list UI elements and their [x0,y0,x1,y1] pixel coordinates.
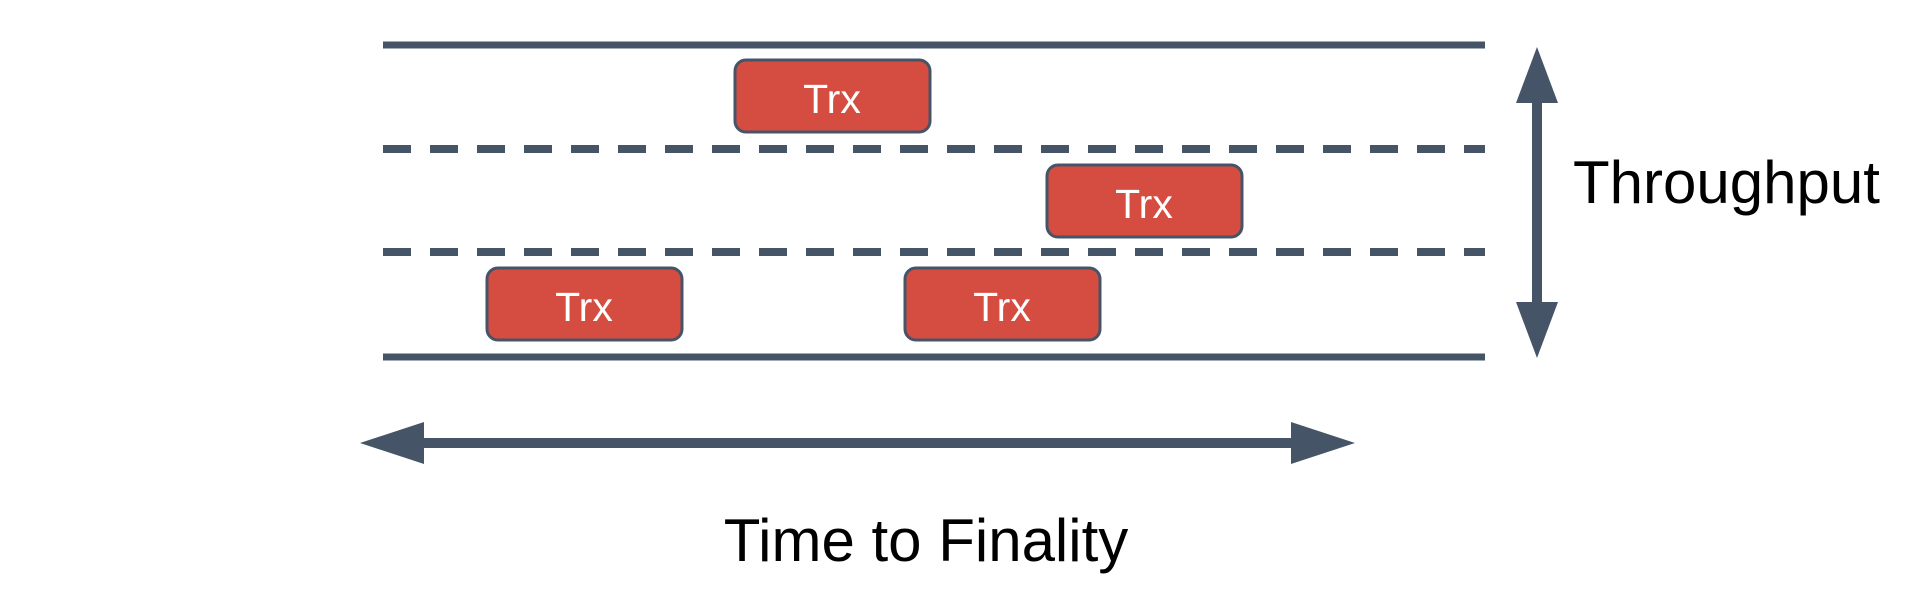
time-arrow-head-left-icon [360,422,424,464]
throughput-label: Throughput [1573,149,1880,216]
time-to-finality-label: Time to Finality [724,507,1129,574]
throughput-arrow-head-up-icon [1516,47,1558,103]
trx-box-rect [1045,163,1244,239]
trx-box-label: Trx [555,284,613,330]
time-arrow-head-right-icon [1291,422,1355,464]
trx-box-rect [733,58,932,134]
throughput-arrow-head-down-icon [1516,302,1558,358]
trx-box-rect [485,266,684,342]
trx-box-bottom-lane-right: Trx [903,266,1102,342]
trx-box-rect [903,266,1102,342]
trx-box-label: Trx [973,284,1031,330]
trx-box-top-lane: Trx [733,58,932,134]
trx-box-bottom-lane-left: Trx [485,266,684,342]
time-to-finality-arrow [360,422,1355,464]
trx-box-middle-lane: Trx [1045,163,1244,239]
trx-box-label: Trx [1115,181,1173,227]
throughput-arrow [1516,47,1558,358]
trx-box-label: Trx [803,76,861,122]
